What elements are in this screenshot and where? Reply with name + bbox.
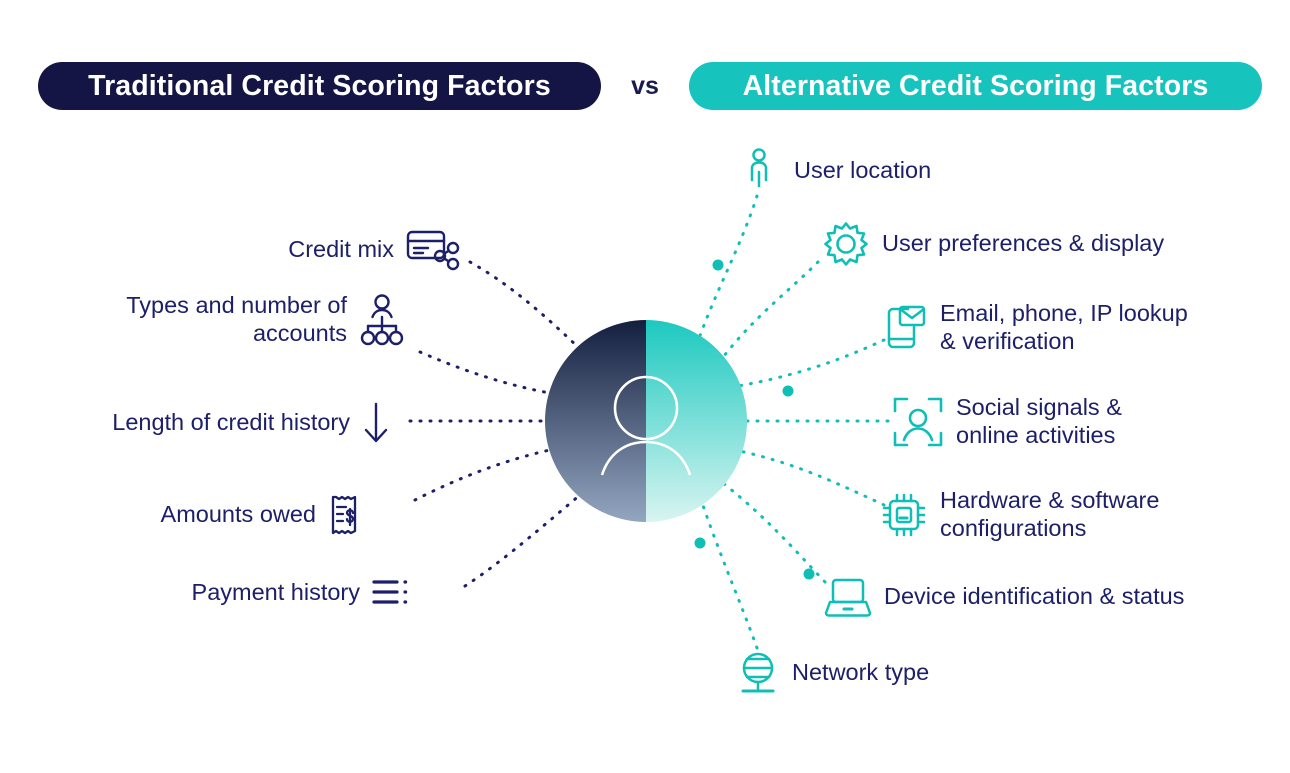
- item-device-identification[interactable]: Device identification & status: [824, 576, 1184, 618]
- item-types-number-accounts[interactable]: Types and number of accounts: [60, 292, 405, 347]
- traditional-header-pill: Traditional Credit Scoring Factors: [38, 62, 601, 110]
- alternative-header-label: Alternative Credit Scoring Factors: [742, 69, 1209, 102]
- item-network-type[interactable]: Network type: [736, 650, 929, 696]
- location-pin-person-icon: [736, 146, 782, 196]
- item-length-credit-history[interactable]: Length of credit history: [30, 400, 390, 446]
- item-device-identification-label: Device identification & status: [884, 583, 1185, 610]
- down-arrow-icon: [362, 400, 390, 446]
- item-network-type-label: Network type: [792, 659, 930, 686]
- user-avatar-icon: [545, 320, 747, 522]
- item-payment-history-label: Payment history: [191, 579, 360, 606]
- item-length-credit-history-label: Length of credit history: [112, 409, 350, 436]
- item-email-phone-ip[interactable]: Email, phone, IP lookup & verification: [884, 300, 1188, 355]
- item-social-signals[interactable]: Social signals & online activities: [892, 394, 1122, 449]
- item-payment-history[interactable]: Payment history: [150, 576, 410, 610]
- item-user-location-label: User location: [794, 157, 932, 184]
- receipt-dollar-icon: [328, 494, 360, 536]
- globe-stand-icon: [736, 650, 780, 696]
- person-scan-frame-icon: [892, 396, 944, 448]
- center-avatar: [545, 320, 747, 522]
- versus-label: vs: [631, 71, 659, 100]
- phone-envelope-icon: [884, 303, 928, 353]
- alternative-header-pill: Alternative Credit Scoring Factors: [689, 62, 1262, 110]
- connector-dot-2: [782, 385, 794, 397]
- item-types-number-accounts-label: Types and number of accounts: [126, 292, 347, 346]
- cpu-chip-icon: [880, 491, 928, 539]
- item-amounts-owed[interactable]: Amounts owed: [110, 494, 360, 536]
- item-user-preferences-display-label: User preferences & display: [882, 230, 1165, 257]
- connector-dot-3: [694, 537, 706, 549]
- gear-icon: [822, 220, 870, 268]
- credit-card-share-icon: [406, 228, 460, 272]
- traditional-header-label: Traditional Credit Scoring Factors: [88, 69, 551, 102]
- item-hardware-software-label: Hardware & software configurations: [940, 487, 1160, 541]
- item-user-preferences-display[interactable]: User preferences & display: [822, 220, 1164, 268]
- item-user-location[interactable]: User location: [736, 146, 931, 196]
- org-chart-hierarchy-icon: [359, 293, 405, 347]
- item-credit-mix[interactable]: Credit mix: [70, 228, 460, 272]
- connector-dot-4: [803, 568, 815, 580]
- connector-dot-1: [712, 259, 724, 271]
- item-social-signals-label: Social signals & online activities: [956, 394, 1122, 448]
- list-lines-icon: [372, 576, 410, 610]
- header: Traditional Credit Scoring Factors Alter…: [0, 62, 1290, 110]
- laptop-icon: [824, 576, 872, 618]
- item-email-phone-ip-label: Email, phone, IP lookup & verification: [940, 300, 1188, 354]
- item-hardware-software[interactable]: Hardware & software configurations: [880, 487, 1159, 542]
- item-amounts-owed-label: Amounts owed: [160, 501, 316, 528]
- item-credit-mix-label: Credit mix: [288, 236, 394, 263]
